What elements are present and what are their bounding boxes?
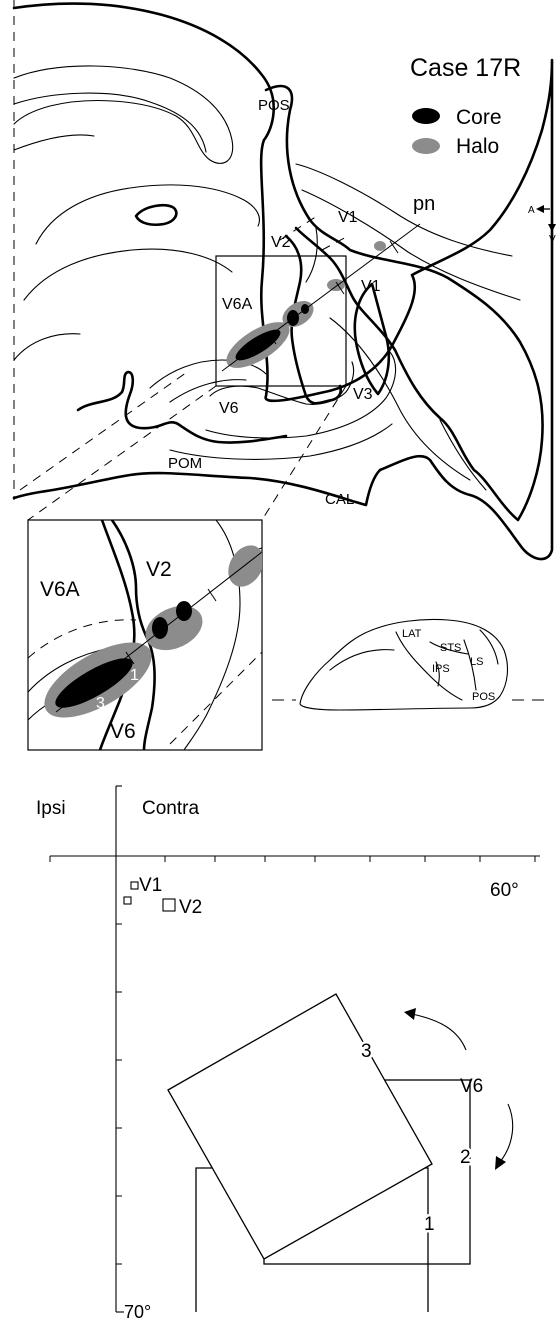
label-v2: V2 [271,234,291,251]
label-v3: V3 [353,386,373,403]
inset-tick-3-label: 3 [96,695,105,712]
label-v1-lower: V1 [361,278,381,295]
gyrus-fold-1 [14,66,233,163]
rf-v6-1-label: 1 [424,1214,435,1235]
ventral-arrow-icon [548,224,556,232]
inset-core-v2b [176,601,192,621]
label-cal: CAL [325,491,354,508]
rf-v6-2-label: 2 [460,1147,471,1168]
gyrus-fold-2 [14,93,206,152]
core-swatch [412,108,440,124]
inset-panel: V6A V2 V6 1 3 [28,520,271,750]
legend: Case 17R Core Halo [410,54,521,158]
v6-progression-label: V6 [460,1076,483,1097]
halo-label: Halo [456,135,499,158]
rf-v2 [163,899,175,911]
brain-fold-1 [330,650,394,670]
rf-v1-upper [131,882,138,889]
ventral-label: V [549,234,556,245]
v6-fold-contour [210,362,354,404]
curved-arrow-up [412,1014,466,1050]
ipsi-label: Ipsi [36,798,66,819]
gyrus-fold-4 [36,185,259,244]
halo-site-v1-upper [374,241,386,251]
orientation-indicator: A V [528,205,556,245]
inset-label-v6: V6 [110,720,136,743]
brain-label-ips: IPS [432,663,450,675]
label-v6: V6 [219,400,239,417]
v1-fold-e [306,228,317,282]
inset-label-v2: V2 [146,558,172,581]
brain-label-ls: LS [470,656,483,668]
label-v1-upper: V1 [338,209,358,226]
projection-line-left [28,386,216,520]
curved-arrow-down [500,1104,513,1162]
ecc-70-label: 70° [124,1302,151,1322]
anterior-label: A [528,205,535,216]
lower-fold-c [170,380,246,402]
brain-label-pos: POS [472,691,495,703]
contra-label: Contra [142,798,199,819]
inset-label-v6a: V6A [40,578,80,601]
small-oval-contour [136,205,176,225]
brain-label-sts: STS [440,642,461,654]
lower-fold-d [170,424,392,459]
gyrus-fold-5 [24,249,232,300]
label-pn: pn [413,193,435,215]
rf-v6-3-label: 3 [361,1041,372,1062]
curved-arrow-down-head [495,1156,506,1170]
rf-v1-lower [124,897,131,904]
v1-fold-a [296,164,512,256]
rf-v1-label: V1 [139,875,162,896]
lower-fold-a [78,372,286,443]
lateral-brain-view: LAT STS LS IPS POS [272,619,552,710]
rf-v2-label: V2 [179,897,202,918]
halo-swatch [412,138,440,154]
inset-tick-1-label: 1 [130,667,139,684]
core-label: Core [456,106,502,129]
ecc-60-label: 60° [490,880,519,901]
brain-label-lat: LAT [402,628,422,640]
case-title: Case 17R [410,54,521,82]
gyrus-fold-3 [14,135,94,150]
label-pos: POS [258,97,290,114]
coronal-section: POS pn V1 V2 V1 V6A V6 V3 POM CAL [14,0,552,559]
v1-fold-c [330,318,470,480]
label-pom: POM [168,455,202,472]
label-v6a: V6A [222,296,253,313]
halo-site-v1 [327,279,345,291]
gyrus-fold-6 [14,334,80,360]
rf-v6-3 [168,994,432,1259]
anterior-arrow-icon [536,205,544,213]
curved-arrow-up-head [404,1008,416,1020]
visual-field-map: Ipsi Contra 60° 70° V1 V2 1 2 3 V6 [36,786,540,1322]
